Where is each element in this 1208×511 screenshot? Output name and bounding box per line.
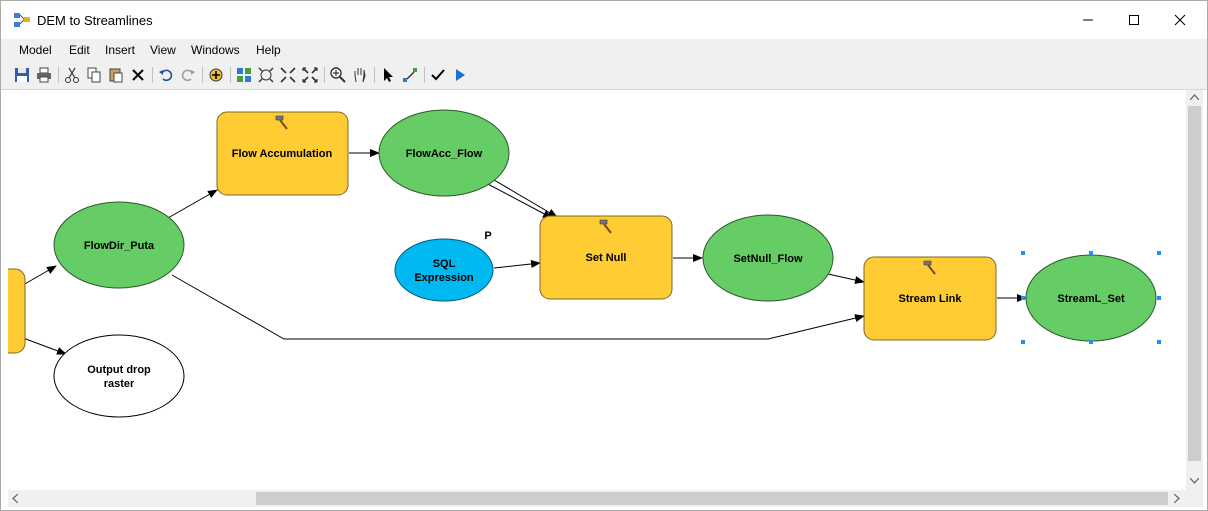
tool-label: Flow Accumulation [232, 148, 333, 160]
tool-set-null[interactable]: Set Null [539, 215, 673, 300]
connector-input-to-output-drop[interactable] [22, 337, 67, 355]
variable-output-drop-raster[interactable]: Output drop raster [53, 334, 185, 418]
variable-flowacc-flow[interactable]: FlowAcc_Flow [378, 109, 510, 197]
value-label-line1: SQL [433, 258, 456, 270]
variable-streaml-set[interactable]: StreamL_Set [1021, 251, 1161, 344]
toolbar-separator [324, 67, 325, 83]
scroll-right-icon[interactable] [1174, 494, 1180, 503]
tool-label: Stream Link [899, 293, 963, 305]
toolbar-separator [152, 67, 153, 83]
close-button[interactable] [1157, 1, 1203, 39]
pan-icon[interactable] [351, 66, 369, 84]
tool-stream-link[interactable]: Stream Link [863, 256, 997, 341]
menu-bar: Model Edit Insert View Windows Help [1, 39, 1207, 61]
model-canvas[interactable]: Flow Accumulation FlowAcc_Flow FlowDir_P… [8, 90, 1186, 490]
scrollbar-corner [1186, 490, 1203, 507]
scroll-down-icon[interactable] [1190, 478, 1199, 484]
partial-tool-node[interactable] [8, 268, 26, 354]
paste-icon[interactable] [107, 66, 125, 84]
connector-input-to-flowdir[interactable] [22, 265, 57, 286]
menu-windows[interactable]: Windows [191, 43, 240, 57]
maximize-icon [1129, 15, 1139, 25]
add-data-icon[interactable] [207, 66, 225, 84]
model-builder-icon [14, 13, 30, 27]
validate-icon[interactable] [429, 66, 447, 84]
connect-icon[interactable] [401, 66, 419, 84]
variable-label: FlowAcc_Flow [406, 148, 483, 160]
undo-icon[interactable] [157, 66, 175, 84]
maximize-button[interactable] [1111, 1, 1157, 39]
auto-layout-icon[interactable] [235, 66, 253, 84]
toolbar-separator [202, 67, 203, 83]
hammer-icon [599, 219, 612, 234]
scroll-left-icon[interactable] [12, 494, 18, 503]
value-sql-expression[interactable]: SQL Expression P [394, 230, 494, 302]
menu-help[interactable]: Help [256, 43, 281, 57]
minimize-button[interactable] [1065, 1, 1111, 39]
horizontal-scroll-thumb[interactable] [256, 492, 1168, 505]
toolbar-separator [374, 67, 375, 83]
variable-setnull-flow[interactable]: SetNull_Flow [702, 214, 834, 302]
tool-flow-accumulation[interactable]: Flow Accumulation [216, 111, 349, 196]
connector-setnull-flow-to-stream-link[interactable] [827, 273, 865, 284]
variable-flowdir-puta[interactable]: FlowDir_Puta [53, 201, 185, 289]
print-icon[interactable] [35, 66, 53, 84]
menu-edit[interactable]: Edit [69, 43, 90, 57]
connector-flowacc-to-setnull-b[interactable] [488, 176, 558, 218]
toolbar-separator [58, 67, 59, 83]
selection-handles[interactable] [1021, 251, 1161, 344]
save-icon[interactable] [13, 66, 31, 84]
vertical-scrollbar[interactable] [1186, 90, 1203, 490]
toolbar-separator [424, 67, 425, 83]
toolbar-separator [230, 67, 231, 83]
parameter-marker: P [484, 230, 491, 242]
connector-sql-to-setnull[interactable] [493, 259, 541, 269]
zoom-in-icon[interactable] [329, 66, 347, 84]
toolbar [1, 61, 1207, 90]
variable-label-line1: Output drop [87, 364, 151, 376]
model-diagram: Flow Accumulation FlowAcc_Flow FlowDir_P… [8, 109, 1161, 418]
window-title: DEM to Streamlines [37, 13, 153, 28]
scroll-up-icon[interactable] [1190, 94, 1199, 100]
delete-icon[interactable] [129, 66, 147, 84]
run-icon[interactable] [451, 66, 469, 84]
variable-label: StreamL_Set [1057, 293, 1125, 305]
hammer-icon [923, 260, 936, 275]
connectors [22, 149, 1027, 355]
close-icon [1174, 14, 1186, 26]
fixed-zoom-out-icon[interactable] [301, 66, 319, 84]
select-icon[interactable] [379, 66, 397, 84]
vertical-scroll-thumb[interactable] [1188, 106, 1201, 461]
tool-label: Set Null [586, 252, 627, 264]
hammer-icon [275, 115, 288, 130]
horizontal-scrollbar[interactable] [8, 490, 1186, 507]
minimize-icon [1083, 19, 1093, 21]
connector-flowdir-to-flowacc-tool[interactable] [167, 189, 218, 219]
menu-view[interactable]: View [150, 43, 176, 57]
copy-icon[interactable] [85, 66, 103, 84]
value-label-line2: Expression [414, 272, 474, 284]
menu-model[interactable]: Model [19, 43, 52, 57]
variable-label-line2: raster [104, 378, 135, 390]
fixed-zoom-in-icon[interactable] [279, 66, 297, 84]
connector-flowacc-to-setnull-a[interactable] [483, 181, 553, 219]
menu-insert[interactable]: Insert [105, 43, 136, 57]
variable-label: FlowDir_Puta [84, 240, 155, 252]
title-bar: DEM to Streamlines [1, 1, 1207, 39]
connector-flowdir-to-stream-link[interactable] [171, 274, 865, 340]
redo-icon[interactable] [179, 66, 197, 84]
cut-icon[interactable] [63, 66, 81, 84]
full-extent-icon[interactable] [257, 66, 275, 84]
variable-label: SetNull_Flow [733, 253, 803, 265]
